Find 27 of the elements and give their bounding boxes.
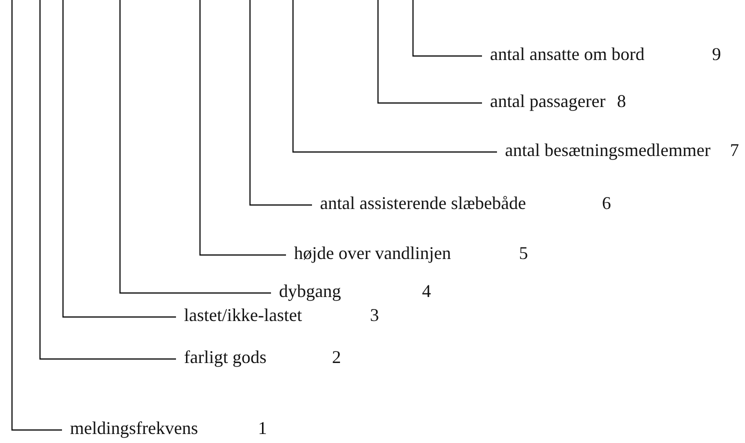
part-label: lastet/ikke-lastet xyxy=(176,304,302,326)
leader-line xyxy=(292,0,497,153)
callout-number: 7 xyxy=(730,139,739,161)
callout-number: 8 xyxy=(617,90,626,112)
leader-line xyxy=(119,0,271,294)
leader-line xyxy=(377,0,482,104)
part-label: meldingsfrekvens xyxy=(62,417,198,439)
part-label: antal ansatte om bord xyxy=(482,43,644,65)
part-label: antal besætningsmedlemmer xyxy=(497,139,710,161)
leader-line xyxy=(39,0,176,360)
leader-line xyxy=(199,0,286,256)
callout-number: 9 xyxy=(712,43,721,65)
callout-number: 3 xyxy=(370,304,379,326)
part-label: antal assisterende slæbebåde xyxy=(312,192,526,214)
leader-line xyxy=(62,0,176,318)
part-label: farligt gods xyxy=(176,346,266,368)
leader-line xyxy=(11,0,62,431)
leader-line xyxy=(412,0,482,57)
part-label: dybgang xyxy=(271,280,341,302)
callout-number: 2 xyxy=(332,346,341,368)
callout-number: 5 xyxy=(519,242,528,264)
callout-number: 1 xyxy=(258,417,267,439)
part-label: højde over vandlinjen xyxy=(286,242,451,264)
callout-number: 4 xyxy=(422,280,431,302)
leader-line xyxy=(249,0,312,206)
callout-number: 6 xyxy=(602,192,611,214)
part-label: antal passagerer xyxy=(482,90,606,112)
